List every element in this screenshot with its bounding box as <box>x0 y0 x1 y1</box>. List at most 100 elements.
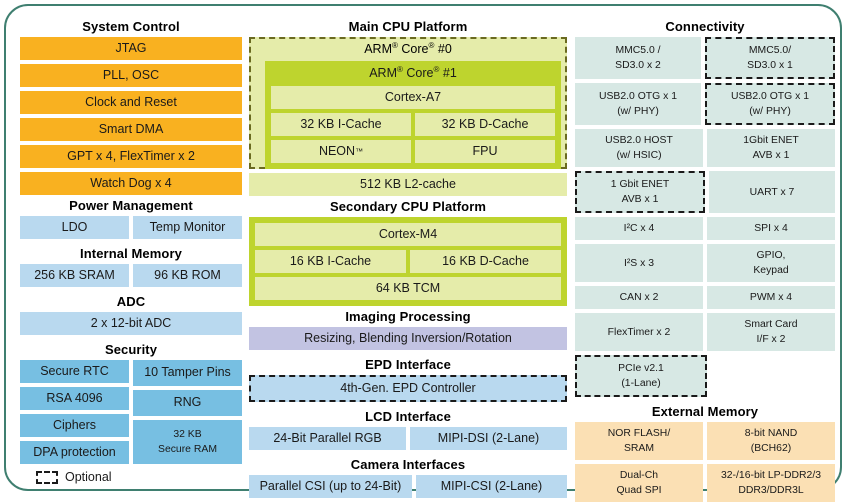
cell-line-2: DDR3/DDR3L <box>738 485 804 496</box>
security-group: Secure RTC RSA 4096 Ciphers DPA protecti… <box>20 360 242 464</box>
block-rom[interactable]: 96 KB ROM <box>133 264 242 287</box>
block-cortex-a7[interactable]: Cortex-A7 <box>271 86 555 109</box>
block-mipi-csi[interactable]: MIPI-CSI (2-Lane) <box>415 475 567 498</box>
block-cortex-m4[interactable]: Cortex-M4 <box>255 223 561 246</box>
block-flextimer-x-2[interactable]: FlexTimer x 2 <box>575 313 703 351</box>
cell-line-1: MMC5.0 / <box>615 45 661 56</box>
lcd-title: LCD Interface <box>365 409 451 424</box>
block-usb2-0-host[interactable]: USB2.0 HOST (w/ HSIC) <box>575 129 703 167</box>
block-arm-core-1[interactable]: ARM® Core® #1 Cortex-A7 32 KB I-Cache 32… <box>265 61 561 169</box>
spacer <box>711 355 835 397</box>
cell-line-1: Smart Card <box>744 319 798 330</box>
block-dpa-protection[interactable]: DPA protection <box>20 441 129 464</box>
cell-line-1: NOR FLASH/ <box>607 428 671 439</box>
secure-ram-line-1: 32 KB <box>173 428 202 440</box>
block-watch-dog[interactable]: Watch Dog x 4 <box>20 172 242 195</box>
cell-line-1: FlexTimer x 2 <box>607 326 671 338</box>
block-secure-rtc[interactable]: Secure RTC <box>20 360 129 383</box>
block-a7-icache[interactable]: 32 KB I-Cache <box>271 113 411 136</box>
block-smart-dma[interactable]: Smart DMA <box>20 118 242 141</box>
connectivity-row: PCIe v2.1(1-Lane) <box>575 355 835 397</box>
block-tamper-pins[interactable]: 10 Tamper Pins <box>133 360 242 386</box>
block-secure-ram[interactable]: 32 KB Secure RAM <box>133 419 242 464</box>
block-uart-x-7[interactable]: UART x 7 <box>709 171 835 213</box>
block-temp-monitor[interactable]: Temp Monitor <box>133 216 242 239</box>
block-l2-cache[interactable]: 512 KB L2-cache <box>249 173 567 196</box>
secure-ram-line-2: Secure RAM <box>158 443 217 455</box>
block-jtag[interactable]: JTAG <box>20 37 242 60</box>
block-mipi-dsi[interactable]: MIPI-DSI (2-Lane) <box>410 427 567 450</box>
cell-line-2: Quad SPI <box>616 485 662 496</box>
block-mmc5-0[interactable]: MMC5.0 / SD3.0 x 2 <box>575 37 701 79</box>
power-management-group: LDO Temp Monitor <box>20 216 242 239</box>
block-pwm-x-4[interactable]: PWM x 4 <box>707 286 835 309</box>
dashed-box-icon <box>36 470 58 484</box>
cell-line-2: SD3.0 x 2 <box>615 60 661 71</box>
arm-core-0-label: ARM® Core® #0 <box>364 40 452 56</box>
cell-line-2: SRAM <box>623 443 655 454</box>
block-rsa-4096[interactable]: RSA 4096 <box>20 387 129 410</box>
block-a7-dcache[interactable]: 32 KB D-Cache <box>415 113 555 136</box>
block-can-x-2[interactable]: CAN x 2 <box>575 286 703 309</box>
block-epd-controller[interactable]: 4th-Gen. EPD Controller <box>249 375 567 402</box>
block-spi-x-4[interactable]: SPI x 4 <box>707 217 835 240</box>
left-column: System Control JTAG PLL, OSC Clock and R… <box>20 16 242 484</box>
block-parallel-rgb[interactable]: 24-Bit Parallel RGB <box>249 427 406 450</box>
block-sram[interactable]: 256 KB SRAM <box>20 264 129 287</box>
block-usb2-0-otg-x-1[interactable]: USB2.0 OTG x 1(w/ PHY) <box>705 83 835 125</box>
block-8-bit-nand[interactable]: 8-bit NAND(BCH62) <box>707 422 835 460</box>
block-imaging-processing[interactable]: Resizing, Blending Inversion/Rotation <box>249 327 567 350</box>
adc-group: 2 x 12-bit ADC <box>20 312 242 335</box>
block-pll-osc[interactable]: PLL, OSC <box>20 64 242 87</box>
block-nor-flash[interactable]: NOR FLASH/SRAM <box>575 422 703 460</box>
block-gpt-flextimer[interactable]: GPT x 4, FlexTimer x 2 <box>20 145 242 168</box>
cell-line-1: USB2.0 HOST <box>605 135 673 146</box>
block-pcie-v2-1[interactable]: PCIe v2.1(1-Lane) <box>575 355 707 397</box>
cell-line-1: USB2.0 OTG x 1 <box>598 91 678 102</box>
cell-line-1: USB2.0 OTG x 1 <box>730 91 810 102</box>
main-cpu-cluster: ARM® Core® #0 ARM® Core® #1 Cortex-A7 32… <box>249 37 567 196</box>
secondary-cpu-cluster[interactable]: Cortex-M4 16 KB I-Cache 16 KB D-Cache 64… <box>249 217 567 306</box>
block-parallel-csi[interactable]: Parallel CSI (up to 24-Bit) <box>249 475 412 498</box>
block-ciphers[interactable]: Ciphers <box>20 414 129 437</box>
legend-label: Optional <box>65 470 112 484</box>
block-m4-icache[interactable]: 16 KB I-Cache <box>255 250 406 273</box>
block-adc[interactable]: 2 x 12-bit ADC <box>20 312 242 335</box>
cell-line-1: I²C x 4 <box>623 223 655 234</box>
block-gpio[interactable]: GPIO,Keypad <box>707 244 835 282</box>
block-rng[interactable]: RNG <box>133 389 242 416</box>
security-title: Security <box>104 342 158 357</box>
cell-line-2: SD3.0 x 1 <box>747 60 793 71</box>
block-mmc5-0[interactable]: MMC5.0/SD3.0 x 1 <box>705 37 835 79</box>
cell-line-1: 1 Gbit ENET <box>610 179 670 190</box>
cell-line-1: MMC5.0/ <box>748 45 792 56</box>
block-i-c-x-4[interactable]: I²C x 4 <box>575 217 703 240</box>
cell-line-2: (w/ HSIC) <box>616 150 662 161</box>
connectivity-title: Connectivity <box>665 19 745 34</box>
cell-line-1: GPIO, <box>756 250 786 261</box>
block-m4-dcache[interactable]: 16 KB D-Cache <box>410 250 561 273</box>
cell-line-1: CAN x 2 <box>619 292 659 303</box>
adc-title: ADC <box>116 294 146 309</box>
block-i-s-x-3[interactable]: I²S x 3 <box>575 244 703 282</box>
block-fpu[interactable]: FPU <box>415 140 555 163</box>
cell-line-1: UART x 7 <box>749 186 795 198</box>
system-control-group: JTAG PLL, OSC Clock and Reset Smart DMA … <box>20 37 242 195</box>
block-usb2-0-otg-x-1[interactable]: USB2.0 OTG x 1(w/ PHY) <box>575 83 701 125</box>
right-column: Connectivity MMC5.0 / SD3.0 x 2 MMC5.0/SD3… <box>575 16 835 502</box>
block-arm-core-0[interactable]: ARM® Core® #0 ARM® Core® #1 Cortex-A7 32… <box>249 37 567 169</box>
block-tcm[interactable]: 64 KB TCM <box>255 277 561 300</box>
block-ldo[interactable]: LDO <box>20 216 129 239</box>
connectivity-row: I²C x 4 SPI x 4 <box>575 217 835 240</box>
block-clock-and-reset[interactable]: Clock and Reset <box>20 91 242 114</box>
